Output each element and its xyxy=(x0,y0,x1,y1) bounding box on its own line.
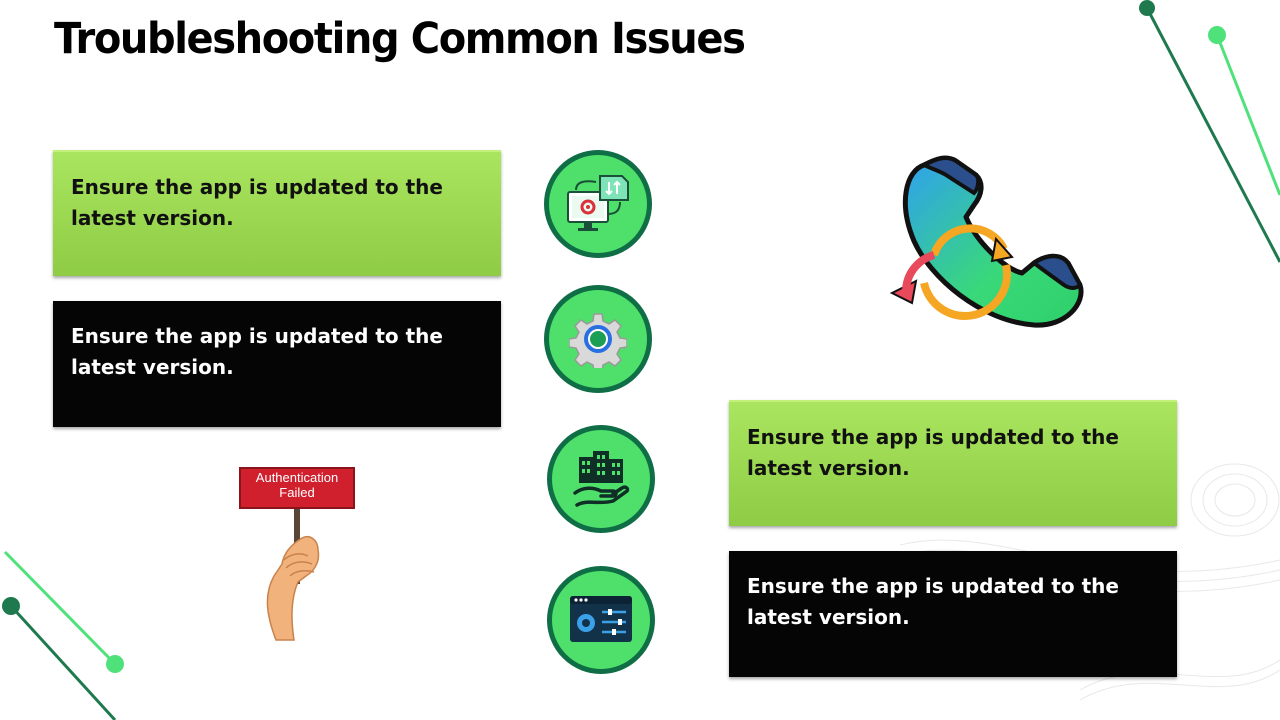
tip-box-1: Ensure the app is updated to the latest … xyxy=(53,150,501,276)
tip-box-1-line-1: Ensure the app is updated to the xyxy=(71,175,443,199)
computer-sync-icon xyxy=(567,175,629,231)
tip-box-3-line-1: Ensure the app is updated to the xyxy=(747,425,1119,449)
gear-icon-badge xyxy=(544,285,652,393)
authentication-failed-sign-illustration xyxy=(239,467,355,641)
tip-box-4-line-1: Ensure the app is updated to the xyxy=(747,574,1119,598)
settings-panel-icon-badge xyxy=(547,566,655,674)
hand xyxy=(266,536,320,641)
bottom-left-lines xyxy=(2,550,124,720)
tip-box-3-line-2: latest version. xyxy=(747,456,910,480)
tip-box-1-line-2: latest version. xyxy=(71,206,234,230)
sign-board xyxy=(239,467,355,509)
gear-icon xyxy=(569,313,627,368)
tip-box-2-line-2: latest version. xyxy=(71,355,234,379)
tip-box-2-line-1: Ensure the app is updated to the xyxy=(71,324,443,348)
tip-box-3: Ensure the app is updated to the latest … xyxy=(729,400,1177,526)
building-hand-icon xyxy=(573,451,630,507)
building-hand-icon-badge xyxy=(547,425,655,533)
tip-box-4: Ensure the app is updated to the latest … xyxy=(729,551,1177,677)
settings-panel-icon xyxy=(570,596,632,642)
slide-title: Troubleshooting Common Issues xyxy=(54,14,746,64)
tip-box-4-line-2: latest version. xyxy=(747,605,910,629)
computer-sync-icon-badge xyxy=(544,150,652,258)
top-right-lines xyxy=(1139,0,1280,263)
tip-box-2: Ensure the app is updated to the latest … xyxy=(53,301,501,427)
phone-refresh-icon xyxy=(889,155,1084,328)
